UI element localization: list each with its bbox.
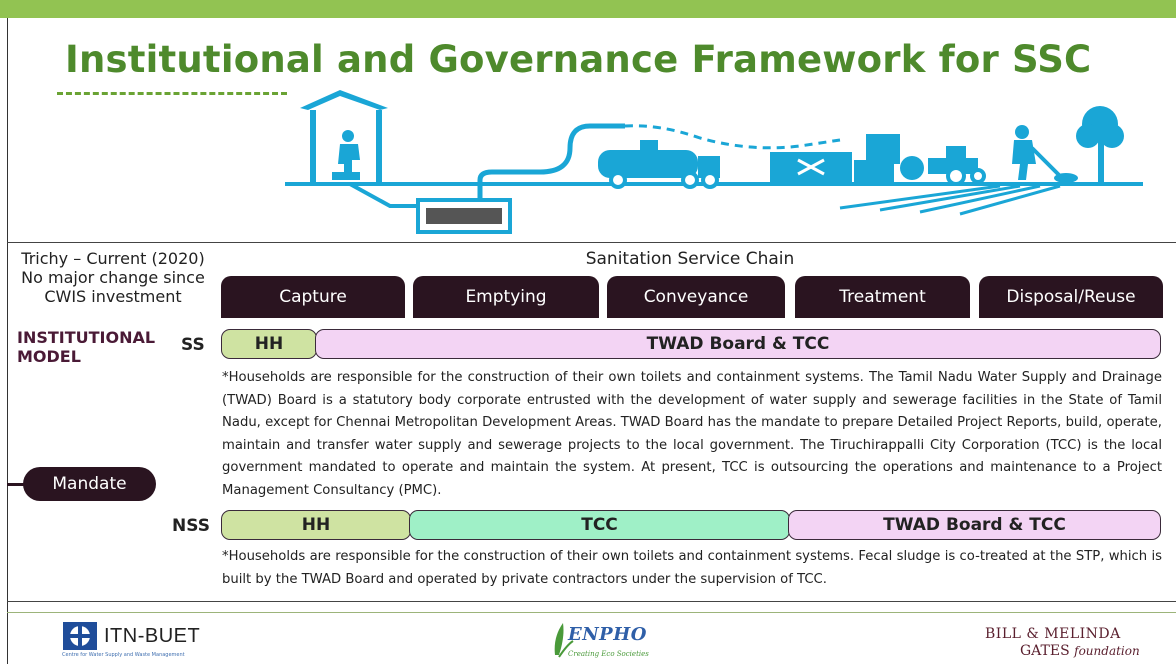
mandate-connector xyxy=(7,483,27,486)
ss-bar-twad-tcc: TWAD Board & TCC xyxy=(315,329,1161,359)
gates-name: GATES xyxy=(1020,643,1070,659)
itn-buet-logo: ITN-BUET xyxy=(62,621,200,651)
enpho-tagline: Creating Eco Societies xyxy=(568,650,649,658)
stage-capture: Capture xyxy=(221,276,405,318)
institutional-model-label: INSTITUTIONAL MODEL xyxy=(17,328,155,366)
treatment-plant-icon xyxy=(770,134,900,182)
enpho-name: ENPHO xyxy=(568,624,647,645)
section-divider xyxy=(7,242,1176,243)
slide-title: Institutional and Governance Framework f… xyxy=(65,38,1092,81)
top-accent-bar xyxy=(0,0,1176,18)
ss-note: *Households are responsible for the cons… xyxy=(222,370,1162,498)
farmer-icon xyxy=(1012,125,1078,183)
title-underline xyxy=(57,92,287,95)
nss-row-label: NSS xyxy=(172,516,210,536)
context-line: No major change since xyxy=(21,268,205,287)
ss-bar-hh: HH xyxy=(221,329,317,359)
ss-row-label: SS xyxy=(181,335,205,355)
stage-conveyance: Conveyance xyxy=(607,276,785,318)
itn-buet-subtitle: Centre for Water Supply and Waste Manage… xyxy=(62,652,185,658)
context-line: CWIS investment xyxy=(44,287,182,306)
tractor-icon xyxy=(900,146,986,186)
itn-buet-name: ITN-BUET xyxy=(104,624,201,647)
nss-note: *Households are responsible for the cons… xyxy=(222,549,1162,587)
gates-foundation-line2: GATES foundation xyxy=(1020,643,1140,659)
itn-buet-emblem-icon xyxy=(63,622,97,650)
toilet-icon xyxy=(300,90,388,182)
service-chain-heading: Sanitation Service Chain xyxy=(585,249,795,269)
institutional-model-line: MODEL xyxy=(17,347,81,366)
vacuum-truck-icon xyxy=(598,140,720,189)
tree-icon xyxy=(1076,106,1124,182)
nss-bar-twad-tcc: TWAD Board & TCC xyxy=(788,510,1161,540)
institutional-model-line: INSTITUTIONAL xyxy=(17,328,156,347)
context-line: Trichy – Current (2020) xyxy=(21,249,205,268)
gates-foundation-word: foundation xyxy=(1074,644,1140,658)
gates-foundation-line1: BILL & MELINDA xyxy=(985,626,1121,642)
stage-emptying: Emptying xyxy=(413,276,599,318)
footer-accent-line xyxy=(7,612,1176,613)
footer-divider xyxy=(7,601,1176,602)
enpho-leaf-icon xyxy=(554,623,574,658)
pit-icon xyxy=(416,198,512,234)
sanitation-chain-illustration xyxy=(285,90,1143,234)
mandate-label: Mandate xyxy=(23,467,156,501)
stage-treatment: Treatment xyxy=(795,276,970,318)
context-note: Trichy – Current (2020) No major change … xyxy=(8,249,218,306)
nss-bar-hh: HH xyxy=(221,510,411,540)
slide-frame xyxy=(7,18,1176,664)
stage-disposal-reuse: Disposal/Reuse xyxy=(979,276,1163,318)
nss-bar-tcc: TCC xyxy=(409,510,790,540)
